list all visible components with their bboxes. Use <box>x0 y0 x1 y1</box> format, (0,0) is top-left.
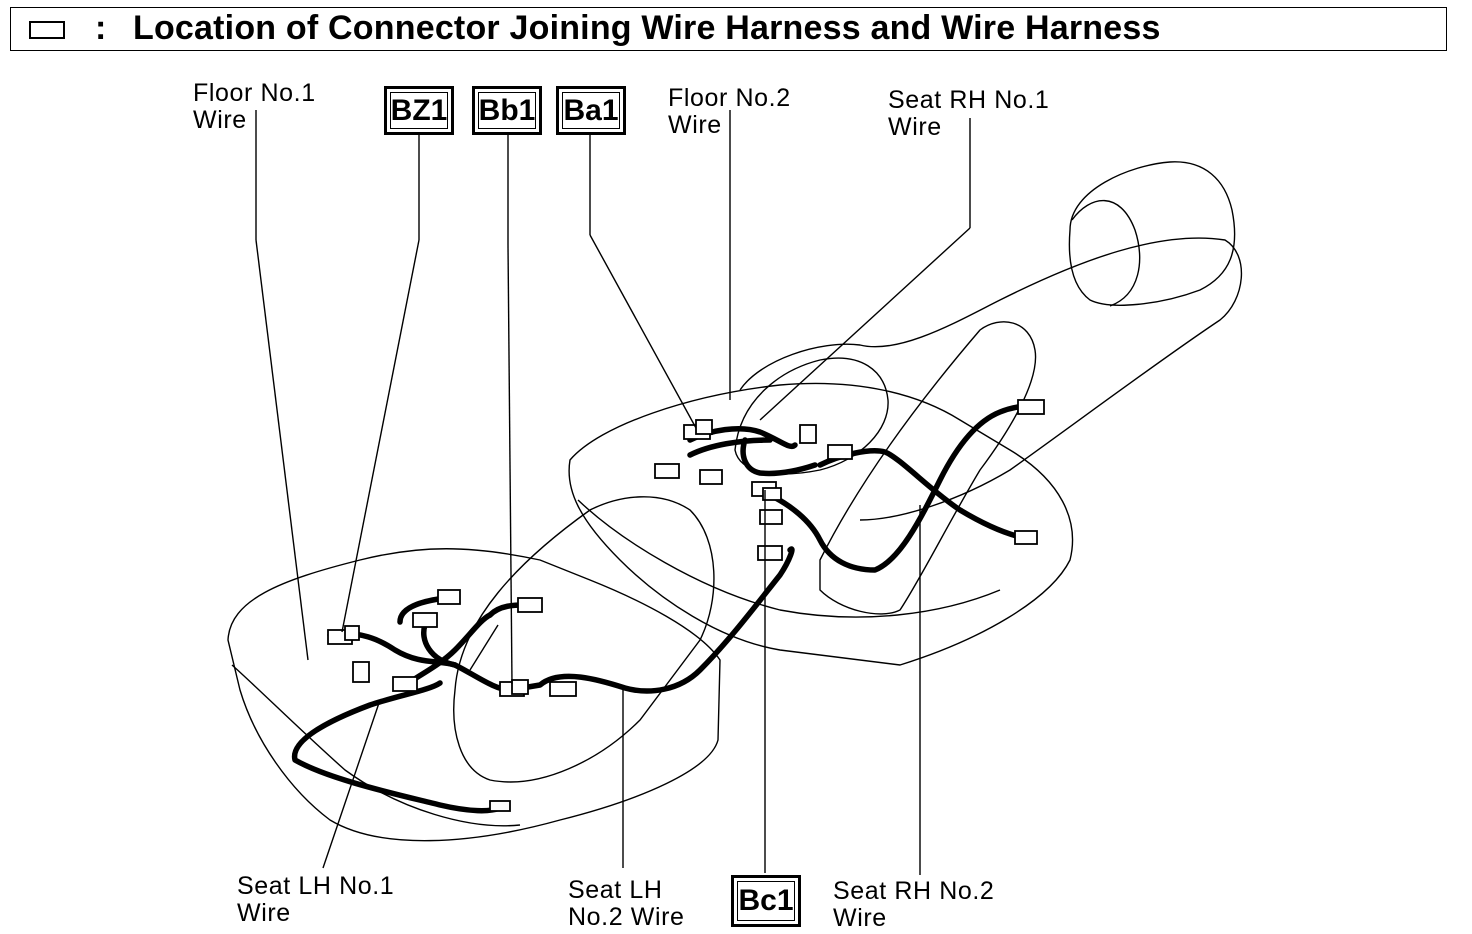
connector <box>654 463 680 479</box>
connector <box>352 661 370 683</box>
harness-lh-front <box>327 546 795 694</box>
connector <box>437 589 461 605</box>
seat-cushion-outline <box>227 548 721 842</box>
connector <box>549 681 577 697</box>
leader-bz1-b <box>341 239 420 633</box>
connector <box>759 509 783 525</box>
code-bz1: BZ1 <box>384 86 454 135</box>
harness-rh <box>767 403 1033 573</box>
seat-back-lower-outline <box>453 496 715 783</box>
headrest-front <box>1071 199 1141 307</box>
seat-cushion-inner <box>231 664 521 827</box>
connector <box>757 545 783 561</box>
connector <box>1017 399 1045 415</box>
page-title: Location of Connector Joining Wire Harne… <box>133 9 1161 47</box>
leader-ba1-b <box>589 234 697 429</box>
center-roll-outline <box>734 357 889 475</box>
leader-seat-rh-no1-b <box>759 227 971 421</box>
rear-seat-back-outline <box>739 237 1243 521</box>
label-floor-no1-wire: Floor No.1 Wire <box>193 79 316 134</box>
connector <box>827 444 853 460</box>
label-seat-lh-no1-wire: Seat LH No.1 Wire <box>237 872 395 927</box>
connector-bc1-mate <box>762 487 782 501</box>
connector-ba1-mate <box>695 419 713 435</box>
code-ba1: Ba1 <box>556 86 626 135</box>
connectors <box>327 399 1045 812</box>
title-colon: : <box>95 9 107 47</box>
label-seat-rh-no2-wire: Seat RH No.2 Wire <box>833 877 995 932</box>
connector <box>1014 530 1038 545</box>
leader-lines <box>255 110 971 875</box>
label-floor-no2-wire: Floor No.2 Wire <box>668 84 791 139</box>
code-bb1: Bb1 <box>472 86 542 135</box>
connector <box>392 676 418 692</box>
connector-bb1-mate <box>511 679 529 695</box>
code-bc1: Bc1 <box>731 875 801 927</box>
title-bar: : Location of Connector Joining Wire Har… <box>10 7 1447 51</box>
label-seat-rh-no1-wire: Seat RH No.1 Wire <box>888 86 1050 141</box>
connector <box>699 469 723 485</box>
harness-lh-seat <box>291 680 503 814</box>
connector-bz1-mate <box>344 625 360 641</box>
connector-box-symbol-icon <box>29 21 65 39</box>
seat-back-bolster <box>819 321 1037 615</box>
leader-bb1-b <box>507 244 513 685</box>
connector <box>517 597 543 613</box>
leader-bb1-branch <box>469 624 499 671</box>
headrest-outline <box>1068 161 1236 306</box>
rear-seat-cushion-outline <box>568 382 1074 666</box>
leader-floor-no1-b <box>255 239 309 661</box>
rear-seat-front-edge <box>577 499 1001 618</box>
label-seat-lh-no2-wire: Seat LH No.2 Wire <box>568 876 685 931</box>
leader-seat-lh-no1 <box>322 699 381 869</box>
connector <box>489 800 511 812</box>
connector <box>799 424 817 444</box>
connector <box>412 612 438 628</box>
